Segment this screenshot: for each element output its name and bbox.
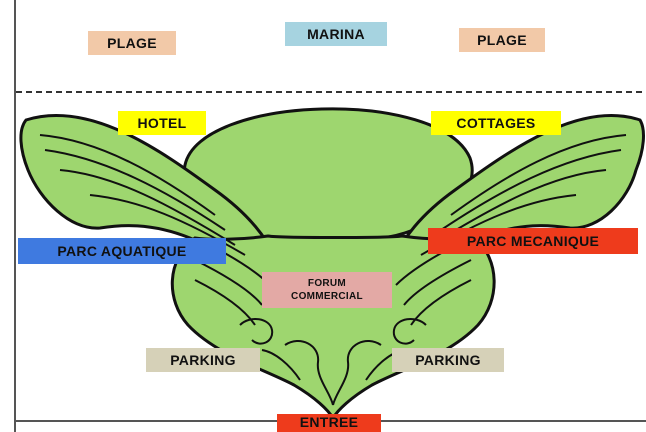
marina-label: MARINA xyxy=(285,22,387,46)
hotel-label: HOTEL xyxy=(118,111,206,135)
forum-text-line1: FORUM xyxy=(308,277,346,290)
forum-commercial-label: FORUM COMMERCIAL xyxy=(262,272,392,308)
hotel-text: HOTEL xyxy=(138,115,187,131)
parking-left-text: PARKING xyxy=(170,352,236,368)
parking-label-left: PARKING xyxy=(146,348,260,372)
entrance-text: ENTREE xyxy=(300,414,359,430)
beach-left-text: PLAGE xyxy=(107,35,157,51)
parking-label-right: PARKING xyxy=(392,348,504,372)
water-park-text: PARC AQUATIQUE xyxy=(57,243,186,259)
water-park-label: PARC AQUATIQUE xyxy=(18,238,226,264)
beach-label-left: PLAGE xyxy=(88,31,176,55)
parking-right-text: PARKING xyxy=(415,352,481,368)
mechanical-park-text: PARC MECANIQUE xyxy=(467,233,599,249)
cottages-text: COTTAGES xyxy=(456,115,535,131)
forum-text-line2: COMMERCIAL xyxy=(291,290,363,303)
cottages-label: COTTAGES xyxy=(431,111,561,135)
beach-label-right: PLAGE xyxy=(459,28,545,52)
entrance-label: ENTREE xyxy=(277,414,381,432)
beach-right-text: PLAGE xyxy=(477,32,527,48)
marina-text: MARINA xyxy=(307,26,365,42)
mechanical-park-label: PARC MECANIQUE xyxy=(428,228,638,254)
